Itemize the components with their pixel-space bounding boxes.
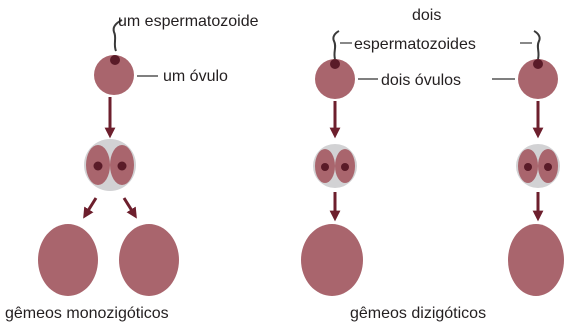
egg-cell-right (518, 59, 558, 99)
di-sperm-label-line2: espermatozoides (354, 36, 476, 53)
embryo-right (508, 224, 564, 296)
sperm-head-left (330, 59, 340, 69)
embryo-left (301, 224, 363, 296)
embryo-right (119, 224, 179, 296)
di-caption: gêmeos dizigóticos (350, 305, 486, 322)
sperm-icon-left (332, 30, 340, 60)
sperm-head-right (533, 59, 543, 69)
sperm-icon-right (533, 30, 541, 60)
sperm-icon (112, 19, 123, 52)
arrow-to-embryo-right (122, 197, 137, 219)
egg-cell-left (315, 59, 355, 99)
zygote-right (516, 144, 560, 188)
mono-sperm-label: um espermatozoide (118, 13, 259, 30)
zygote (84, 139, 136, 191)
zygote-left (313, 144, 357, 188)
dizygotic-section (301, 30, 564, 296)
mono-egg-label: um óvulo (163, 68, 228, 85)
embryo-left (38, 224, 98, 296)
arrow-to-embryo-left (83, 197, 98, 219)
di-egg-label: dois óvulos (381, 72, 461, 89)
egg-cell (94, 55, 134, 95)
monozygotic-section (38, 19, 179, 296)
mono-caption: gêmeos monozigóticos (5, 305, 169, 322)
sperm-head (110, 55, 120, 65)
di-sperm-label-line1: dois (412, 7, 441, 24)
